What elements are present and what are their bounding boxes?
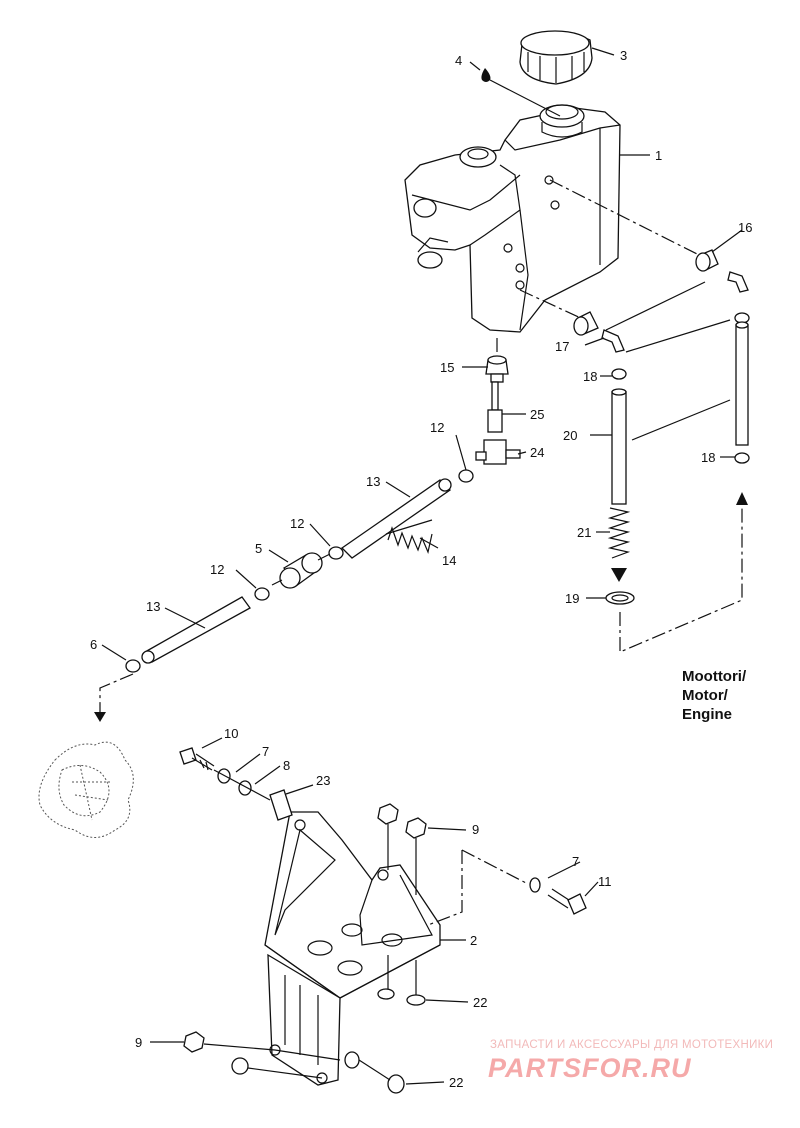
callout-9: 9: [472, 822, 479, 837]
callout-8: 8: [283, 758, 290, 773]
spring-21: [607, 507, 631, 559]
callout-16: 16: [738, 220, 752, 235]
watermark: ЗАПЧАСТИ И АКСЕССУАРЫ ДЛЯ МОТОТЕХНИКИ PA…: [488, 1039, 773, 1083]
nut-9: [183, 1031, 205, 1053]
arrow-down-icon: [94, 712, 106, 722]
hose-clamp: [328, 546, 344, 560]
callout-23: 23: [316, 773, 330, 788]
nut-9: [377, 803, 427, 839]
washer: [344, 1051, 360, 1069]
washer-22: [377, 988, 395, 1000]
callout-24: 24: [530, 445, 544, 460]
washer-8: [238, 780, 252, 796]
callout-12: 12: [210, 562, 224, 577]
engine-label: Moottori/ Motor/ Engine: [682, 668, 747, 723]
elbow-fitting-17-right: [727, 271, 749, 293]
callout-5: 5: [255, 541, 262, 556]
hose-clamp: [458, 469, 474, 483]
callout-6: 6: [90, 637, 97, 652]
hose-clamp-18: [611, 368, 627, 380]
callout-19: 19: [565, 591, 579, 606]
callout-11: 11: [598, 874, 612, 889]
bolt-11: [547, 888, 587, 915]
callout-7: 7: [572, 854, 579, 869]
mounting-bracket: [264, 811, 441, 1086]
tee-fitting-24: [475, 439, 521, 465]
oil-tank: [404, 104, 621, 333]
watermark-tagline: ЗАПЧАСТИ И АКСЕССУАРЫ ДЛЯ МОТОТЕХНИКИ: [490, 1039, 773, 1051]
engine-label-line-2: Motor/: [682, 687, 729, 704]
callout-9: 9: [135, 1035, 142, 1050]
callout-13: 13: [366, 474, 380, 489]
plate-23: [269, 789, 293, 821]
hose-clamp-6: [125, 659, 141, 673]
callout-12: 12: [430, 420, 444, 435]
callout-18: 18: [583, 369, 597, 384]
arrow-up-icon: [736, 492, 748, 505]
clamp-19: [605, 591, 635, 605]
spring-14: [385, 519, 433, 554]
callout-25: 25: [530, 407, 544, 422]
washer-22: [387, 1074, 405, 1094]
arrow-down-icon: [611, 568, 627, 582]
hose-vent-right: [735, 321, 749, 446]
callout-17: 17: [555, 339, 569, 354]
callout-1: 1: [655, 148, 662, 163]
callout-22: 22: [449, 1075, 463, 1090]
callout-20: 20: [563, 428, 577, 443]
callout-4: 4: [455, 53, 462, 68]
callout-10: 10: [224, 726, 238, 741]
inline-filter-5: [271, 552, 331, 589]
callout-14: 14: [442, 553, 456, 568]
grommet-16: [695, 249, 719, 272]
washer: [231, 1057, 249, 1075]
callout-3: 3: [620, 48, 627, 63]
callout-labels: 1 2 3 4 5 6 7 7 8 9 9 10 11 12 12 12 13 …: [90, 48, 752, 1090]
grommet-upper-left: [573, 311, 599, 336]
callout-22: 22: [473, 995, 487, 1010]
filler-cap: [519, 30, 593, 85]
callout-7: 7: [262, 744, 269, 759]
callout-15: 15: [440, 360, 454, 375]
washer-22: [406, 994, 426, 1006]
hose-20: [611, 388, 627, 505]
callout-18: 18: [701, 450, 715, 465]
hose-13-upper: [340, 478, 452, 559]
engine-label-line-3: Engine: [682, 706, 732, 723]
callout-13: 13: [146, 599, 160, 614]
bolt-10: [179, 747, 215, 771]
washer-7: [529, 877, 541, 893]
engine-ghost: [38, 741, 134, 838]
check-valve-25: [487, 381, 503, 433]
oil-drop-icon: [481, 68, 491, 82]
engine-label-line-1: Moottori/: [682, 668, 747, 685]
callout-2: 2: [470, 933, 477, 948]
hose-clamp-18: [734, 452, 750, 464]
hose-13-lower: [141, 596, 251, 664]
leader-lines: [101, 47, 743, 1085]
elbow-fitting-17-left: [601, 329, 625, 353]
hose-clamp: [254, 587, 270, 601]
grommet-15: [485, 355, 509, 383]
callout-21: 21: [577, 525, 591, 540]
watermark-logo: PARTSFOR.RU: [488, 1053, 692, 1083]
callout-12: 12: [290, 516, 304, 531]
